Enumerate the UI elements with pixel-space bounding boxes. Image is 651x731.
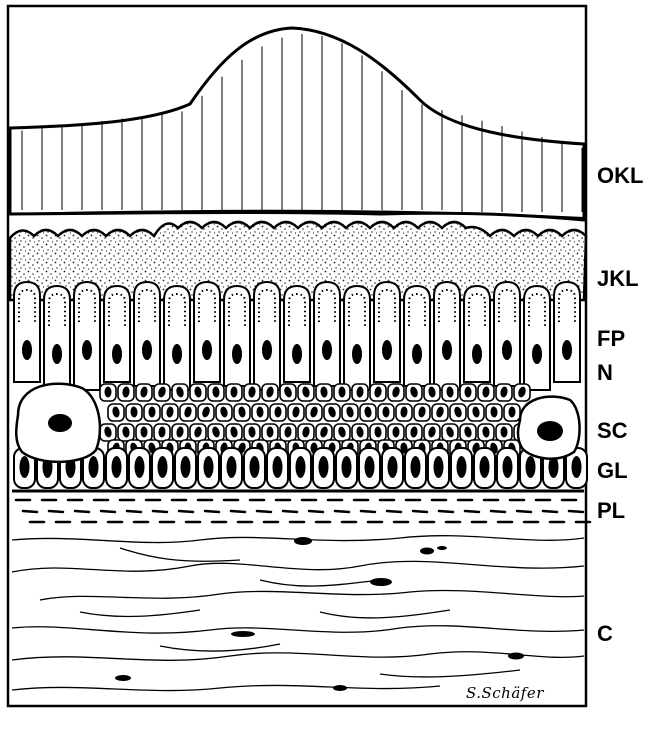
lamina-dash — [361, 511, 375, 512]
cell-nucleus — [202, 340, 212, 360]
cell-nucleus — [158, 456, 168, 478]
secretory-cell-left — [16, 384, 100, 462]
lamina-dash — [465, 511, 479, 512]
cell-nucleus — [502, 340, 512, 360]
lamina-dash — [335, 511, 349, 512]
lamina-dash — [543, 511, 557, 512]
cell-nucleus — [434, 456, 444, 478]
cell-nucleus — [457, 456, 467, 478]
columnar-cell — [194, 282, 220, 382]
cell-nucleus — [412, 344, 422, 364]
label-c: C — [597, 623, 613, 645]
cell-nucleus — [267, 427, 274, 438]
columnar-cell — [404, 286, 430, 386]
lamina-dash — [283, 511, 297, 512]
cell-nucleus — [20, 456, 30, 478]
lamina-dash — [231, 511, 245, 512]
cell-nucleus — [181, 456, 191, 478]
columnar-cell — [314, 282, 340, 386]
lamina-dash — [491, 511, 505, 512]
cell-nucleus — [204, 456, 214, 478]
cell-nucleus — [232, 344, 242, 364]
lamina-dash — [205, 511, 219, 512]
cell-nucleus — [532, 344, 542, 364]
label-gl: GL — [597, 460, 628, 482]
cell-nucleus — [273, 456, 283, 478]
columnar-cell — [374, 282, 400, 382]
artist-signature: S.Schäfer — [466, 684, 544, 702]
cell-nucleus — [52, 344, 62, 364]
columnar-cell — [524, 286, 550, 390]
columnar-cell-layer — [14, 282, 580, 390]
lamina-dash — [309, 511, 323, 512]
columnar-cell — [14, 282, 40, 382]
lamina-dash — [387, 511, 401, 512]
cell-nucleus — [142, 340, 152, 360]
cell-nucleus — [319, 456, 329, 478]
cell-nucleus — [105, 387, 112, 398]
cell-nucleus — [227, 456, 237, 478]
cell-nucleus — [442, 340, 452, 360]
cell-nucleus — [112, 456, 122, 478]
lamina-dash — [439, 511, 453, 512]
columnar-cell — [254, 282, 280, 390]
label-okl: OKL — [597, 165, 643, 187]
cell-nucleus — [112, 344, 122, 364]
columnar-cell — [74, 282, 100, 390]
lamina-dash — [49, 511, 63, 512]
cell-nucleus — [382, 340, 392, 360]
cell-nucleus — [342, 456, 352, 478]
cell-nucleus — [465, 387, 472, 398]
columnar-cell — [44, 286, 70, 386]
label-n: N — [597, 362, 613, 384]
cell-nucleus — [22, 340, 32, 360]
cell-nucleus — [365, 456, 375, 478]
label-pl: PL — [597, 500, 625, 522]
lamina-dash — [257, 511, 271, 512]
columnar-cell — [284, 286, 310, 382]
secretory-cell-right — [518, 397, 580, 459]
label-jkl: JKL — [597, 268, 639, 290]
label-sc: SC — [597, 420, 628, 442]
cell-nucleus — [480, 456, 490, 478]
columnar-cell — [344, 286, 370, 390]
cell-nucleus — [503, 456, 513, 478]
columnar-cell — [554, 282, 580, 382]
label-fp: FP — [597, 328, 625, 350]
columnar-cell — [134, 282, 160, 386]
cell-nucleus — [411, 456, 421, 478]
lamina-dash — [75, 511, 89, 512]
lamina-dash — [23, 511, 37, 512]
lamina-dash — [413, 511, 427, 512]
cell-nucleus — [135, 456, 145, 478]
cell-nucleus — [250, 456, 260, 478]
lamina-dash — [127, 511, 141, 512]
columnar-cell — [434, 282, 460, 390]
columnar-cell — [104, 286, 130, 382]
lamina-dash — [101, 511, 115, 512]
cell-nucleus — [292, 344, 302, 364]
columnar-cell — [224, 286, 250, 386]
cell-nucleus — [89, 456, 99, 478]
germinal-layer — [12, 448, 587, 491]
cell-nucleus — [296, 456, 306, 478]
columnar-cell — [464, 286, 490, 382]
columnar-cell — [494, 282, 520, 386]
cell-nucleus — [352, 344, 362, 364]
cell-nucleus — [82, 340, 92, 360]
cell-nucleus — [172, 344, 182, 364]
columnar-cell — [164, 286, 190, 390]
cell-nucleus — [262, 340, 272, 360]
cell-nucleus — [322, 340, 332, 360]
cell-nucleus — [562, 340, 572, 360]
cell-nucleus — [472, 344, 482, 364]
lamina-dash — [517, 511, 531, 512]
lamina-dash — [179, 511, 193, 512]
cell-nucleus — [388, 456, 398, 478]
cell-nucleus — [572, 456, 582, 478]
cell-nucleus — [526, 456, 536, 478]
lamina-dash — [569, 511, 583, 512]
lamina-dash — [153, 511, 167, 512]
